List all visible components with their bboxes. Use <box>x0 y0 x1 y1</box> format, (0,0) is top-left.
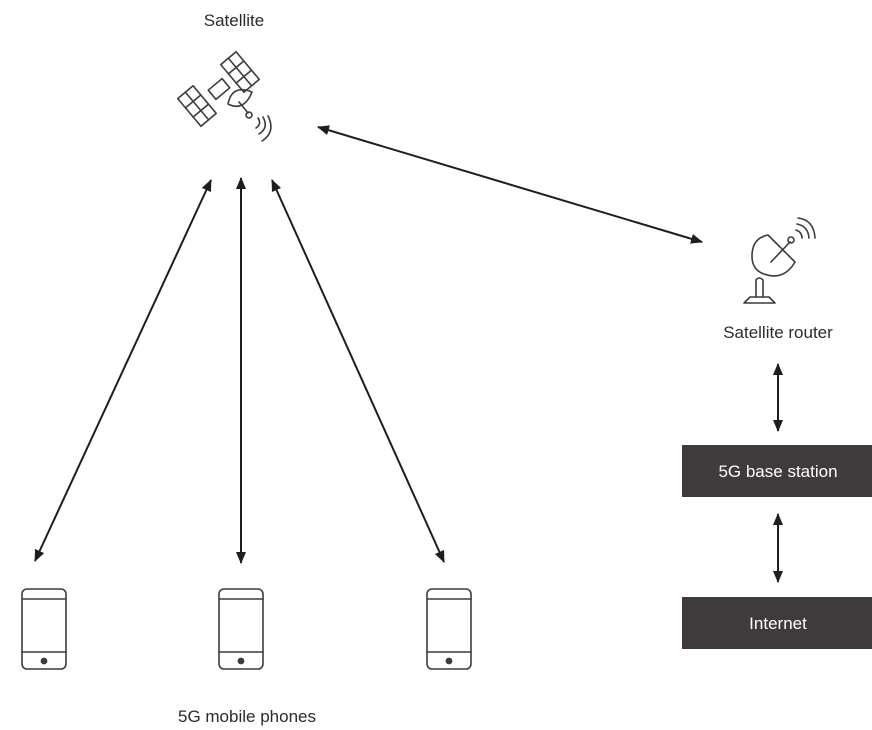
satellite-label: Satellite <box>204 11 264 30</box>
satellite-router-label: Satellite router <box>723 323 833 342</box>
internet-box <box>682 597 872 649</box>
satellite-phone1-arrow <box>34 179 212 562</box>
mobile-phones-label: 5G mobile phones <box>178 707 316 726</box>
satellite-dish-icon <box>743 217 816 304</box>
mobile-phone-icon <box>21 588 67 670</box>
satellite-phone3-arrow <box>271 179 445 563</box>
mobile-phone-icon <box>426 588 472 670</box>
internet-label: Internet <box>749 614 807 633</box>
mobile-phone-icon <box>218 588 264 670</box>
base-station-box <box>682 445 872 497</box>
satellite-router-arrow <box>317 125 703 244</box>
base-station-label: 5G base station <box>718 462 837 481</box>
satellite-icon <box>176 50 272 142</box>
